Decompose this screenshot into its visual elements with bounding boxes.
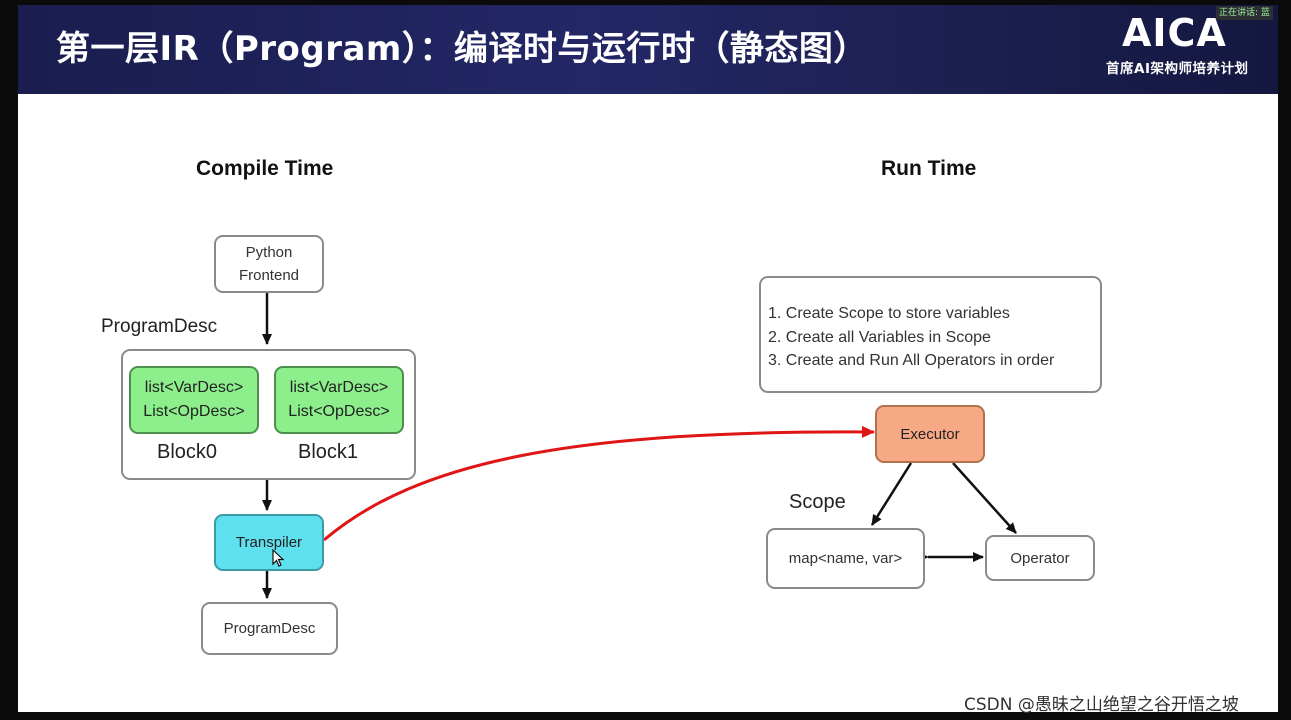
python-frontend-line1: Python [245,244,293,261]
scope-map-label: map<name, var> [788,550,903,567]
block0-opdesc: List<OpDesc> [143,403,245,420]
operator-box: Operator [985,535,1095,581]
csdn-watermark: CSDN @愚昧之山绝望之谷开悟之坡 [964,695,1239,715]
speaking-indicator: 正在讲话: 蓝 [1216,6,1273,20]
block0-label: Block0 [157,441,218,463]
aica-logo-subtitle: 首席AI架构师培养计划 [1106,61,1249,77]
slide-title: 第一层IR（Program）：编译时与运行时（静态图） [56,29,868,69]
operator-label: Operator [1010,549,1070,567]
compile-time-title: Compile Time [196,157,334,180]
programdesc-label: ProgramDesc [101,316,218,337]
block1-box: list<VarDesc> List<OpDesc> [274,366,404,434]
slide: 第一层IR（Program）：编译时与运行时（静态图） AICA 首席AI架构师… [18,5,1278,712]
slide-header: 第一层IR（Program）：编译时与运行时（静态图） AICA 首席AI架构师… [18,5,1278,94]
python-frontend-box: Python Frontend [214,235,324,293]
output-programdesc-label: ProgramDesc [223,620,316,637]
block1-vardesc: list<VarDesc> [289,379,389,396]
python-frontend-line2: Frontend [238,267,300,284]
block1-label: Block1 [298,441,359,463]
transpiler-label: Transpiler [235,534,303,551]
arrow-transpiler-to-executor [323,425,875,542]
block0-box: list<VarDesc> List<OpDesc> [129,366,259,434]
aica-logo: AICA [1122,11,1227,55]
runtime-step-2: 2. Create all Variables in Scope [768,328,991,346]
executor-box: Executor [875,405,985,463]
block1-opdesc: List<OpDesc> [288,403,390,420]
mouse-cursor-icon [272,549,285,567]
block0-vardesc: list<VarDesc> [144,379,244,396]
run-time-title: Run Time [881,157,977,180]
arrow-executor-to-operator [952,462,1017,534]
runtime-steps-box: 1. Create Scope to store variables 2. Cr… [759,276,1102,393]
transpiler-box: Transpiler [214,514,324,571]
runtime-step-3: 3. Create and Run All Operators in order [768,352,1055,369]
scope-label: Scope [789,491,846,513]
output-programdesc-box: ProgramDesc [201,602,338,655]
arrow-executor-to-scope [870,462,913,526]
executor-label: Executor [900,425,960,443]
diagram-arrows [262,293,1017,599]
runtime-step-1: 1. Create Scope to store variables [768,305,1010,322]
scope-map-box: map<name, var> [766,528,925,589]
